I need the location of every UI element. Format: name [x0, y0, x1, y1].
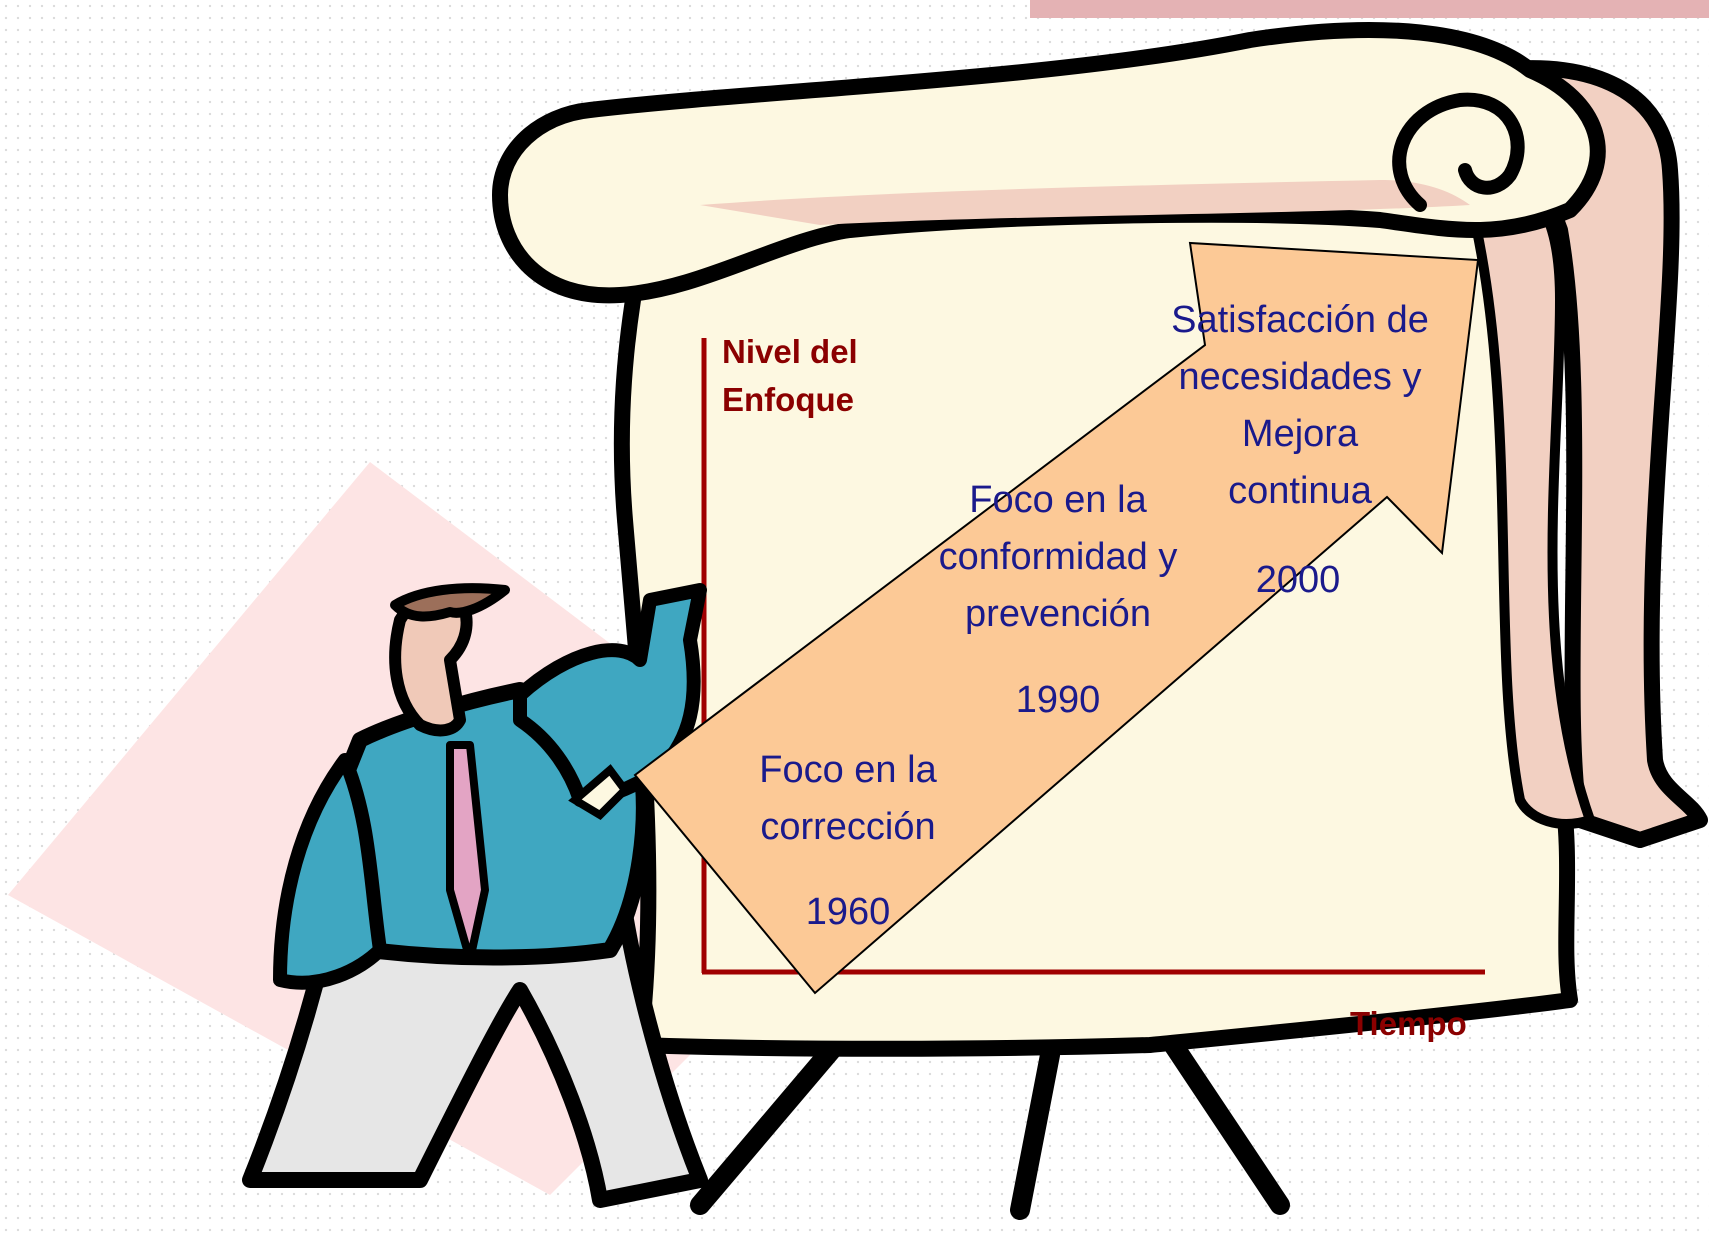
- banner-strip: [1030, 0, 1709, 18]
- stage-2-year: 1990: [1015, 679, 1101, 721]
- presenter-hand: [568, 764, 631, 821]
- scroll-curl-spiral: [1392, 92, 1525, 212]
- stage-3-line3: Mejora: [1241, 413, 1359, 455]
- presenter-figure: [242, 583, 708, 1208]
- stage-3-line4: continua: [1228, 470, 1372, 512]
- y-axis-label: Nivel del Enfoque: [722, 328, 922, 424]
- stage-3-line2: necesidades y: [1178, 356, 1422, 398]
- x-axis-label: Tiempo: [1350, 1005, 1467, 1042]
- stage-2-line1: Foco en la: [969, 479, 1147, 521]
- scroll-top-roll: [492, 22, 1606, 304]
- stage-2-label: Foco en la conformidad y prevención: [908, 472, 1208, 643]
- progress-arrow: [633, 241, 1480, 995]
- presenter-jacket-flap: [273, 753, 387, 990]
- stage-3-line1: Satisfacción de: [1171, 299, 1429, 341]
- stage-1-year: 1960: [805, 891, 891, 933]
- stage-1-label: Foco en la corrección: [718, 742, 978, 856]
- easel-legs: [690, 1030, 1290, 1220]
- scroll-back-curl: [1492, 60, 1708, 848]
- stage-3-label: Satisfacción de necesidades y Mejora con…: [1140, 292, 1460, 520]
- stage-1-line1: Foco en la: [759, 749, 937, 791]
- scroll-inner-curl: [1465, 155, 1595, 829]
- presenter-hair: [390, 583, 510, 622]
- y-axis-label-line1: Nivel del: [722, 333, 858, 370]
- stage-2-line2: conformidad y: [938, 536, 1178, 578]
- y-axis-label-line2: Enfoque: [722, 381, 854, 418]
- stage-3-year: 2000: [1255, 559, 1341, 601]
- stage-2-line3: prevención: [965, 593, 1151, 635]
- scroll-top-shadow: [700, 180, 1470, 225]
- stage-1-line2: corrección: [760, 806, 936, 848]
- presenter-tie: [446, 741, 489, 964]
